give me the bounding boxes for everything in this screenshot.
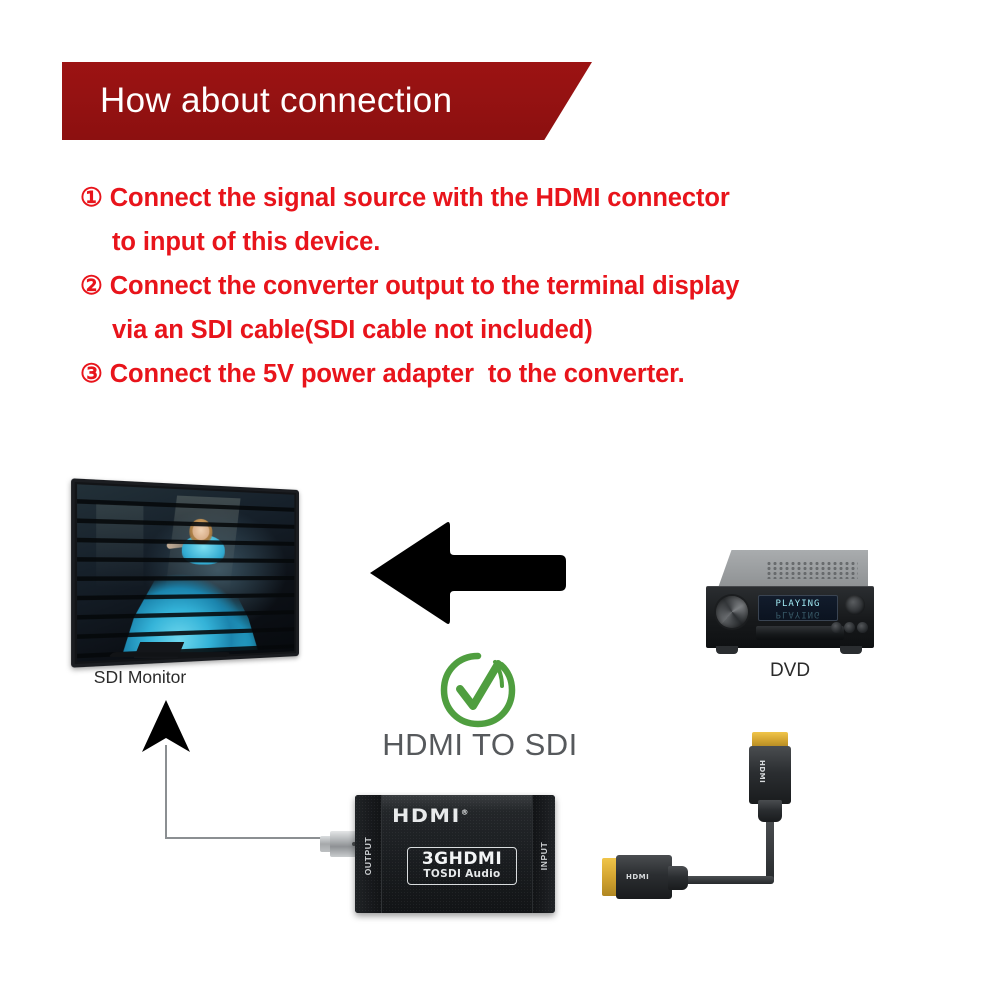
dvd-display-reflection: PLAYING	[775, 609, 821, 619]
verified-check-icon	[438, 650, 518, 730]
hdmi-plug-strain-relief-left	[668, 866, 688, 890]
hdmi-plug-gold-contacts-left	[602, 858, 618, 896]
sdi-cable-arrow-icon	[140, 700, 192, 758]
hdmi-plug-body-left	[616, 855, 672, 899]
dvd-player-illustration: PLAYING PLAYING	[700, 550, 880, 665]
dvd-foot	[840, 646, 862, 654]
signal-flow-arrow-icon	[368, 517, 568, 629]
hdmi-cable-wire-vertical	[766, 818, 774, 883]
hdmi-plug-gold-contacts-top	[752, 732, 788, 748]
converter-model-sub: TOSDI Audio	[423, 868, 501, 880]
dvd-front-panel: PLAYING PLAYING	[706, 586, 874, 648]
registered-mark: ®	[460, 808, 471, 817]
dvd-disc-tray[interactable]	[756, 626, 844, 640]
header-banner: How about connection	[62, 62, 592, 140]
converter-hdmi-wordmark-text: HDMI	[392, 805, 461, 827]
screen-scanlines	[77, 484, 295, 662]
hdmi-plug-body-top	[749, 746, 791, 804]
instruction-line: ② Connect the converter output to the te…	[80, 272, 740, 300]
dvd-control-button[interactable]	[831, 622, 842, 633]
dvd-foot	[716, 646, 738, 654]
sdi-monitor-illustration	[71, 478, 300, 675]
converter-body: HDMI® 3GHDMI TOSDI Audio OUTPUT INPUT	[355, 795, 555, 913]
bnc-center-pin	[352, 842, 356, 846]
page-title: How about connection	[100, 81, 453, 120]
dvd-power-button[interactable]	[845, 595, 865, 615]
instruction-line: ③ Connect the 5V power adapter to the co…	[80, 360, 685, 388]
converter-model-main: 3GHDMI	[421, 849, 503, 869]
sdi-monitor-label: SDI Monitor	[93, 667, 187, 687]
dvd-control-button[interactable]	[844, 622, 855, 633]
instruction-line: ① Connect the signal source with the HDM…	[80, 184, 730, 212]
converter-input-label: INPUT	[539, 841, 549, 871]
banner-shape	[62, 62, 592, 140]
converter-output-label: OUTPUT	[363, 836, 373, 876]
dvd-control-button[interactable]	[857, 622, 868, 633]
bnc-barrel	[330, 831, 358, 857]
brand-title: HDMI TO SDI	[382, 727, 578, 762]
converter-model-badge: 3GHDMI TOSDI Audio	[407, 847, 517, 885]
dvd-player-label: DVD	[769, 660, 811, 681]
connection-diagram: SDI Monitor HDMI TO SDI PLAYING PLAYIN	[0, 455, 1000, 1000]
dvd-display-text: PLAYING	[775, 599, 821, 609]
instruction-line: to input of this device.	[112, 228, 381, 256]
hdmi-cable-wire-horizontal	[672, 876, 772, 884]
sdi-cable-horizontal-segment	[165, 837, 345, 839]
converter-output-panel	[355, 795, 382, 913]
tv-body	[71, 478, 299, 668]
instruction-line: via an SDI cable(SDI cable not included)	[112, 316, 593, 344]
dvd-volume-knob[interactable]	[716, 596, 748, 628]
sdi-cable-vertical-segment	[165, 745, 167, 839]
tv-stand-foot	[108, 652, 230, 657]
hdmi-cable-illustration: HDMI HDMI	[600, 730, 830, 905]
hdmi-plug-strain-relief-top	[758, 800, 782, 822]
dvd-top-panel	[718, 550, 868, 588]
dvd-display-panel: PLAYING PLAYING	[758, 595, 838, 621]
hdmi-plug-label-left: HDMI	[626, 873, 650, 881]
converter-input-panel	[532, 795, 555, 913]
instruction-list: ① Connect the signal source with the HDM…	[80, 176, 920, 396]
dvd-vent-grille	[766, 561, 858, 579]
bnc-output-connector	[320, 831, 358, 857]
bnc-ring	[320, 836, 332, 852]
tv-screen	[77, 484, 295, 662]
hdmi-cable-wire-corner	[766, 876, 774, 884]
hdmi-to-sdi-converter-illustration: HDMI® 3GHDMI TOSDI Audio OUTPUT INPUT	[320, 795, 555, 915]
converter-hdmi-wordmark: HDMI®	[392, 805, 470, 827]
hdmi-plug-label-top: HDMI	[758, 760, 766, 784]
